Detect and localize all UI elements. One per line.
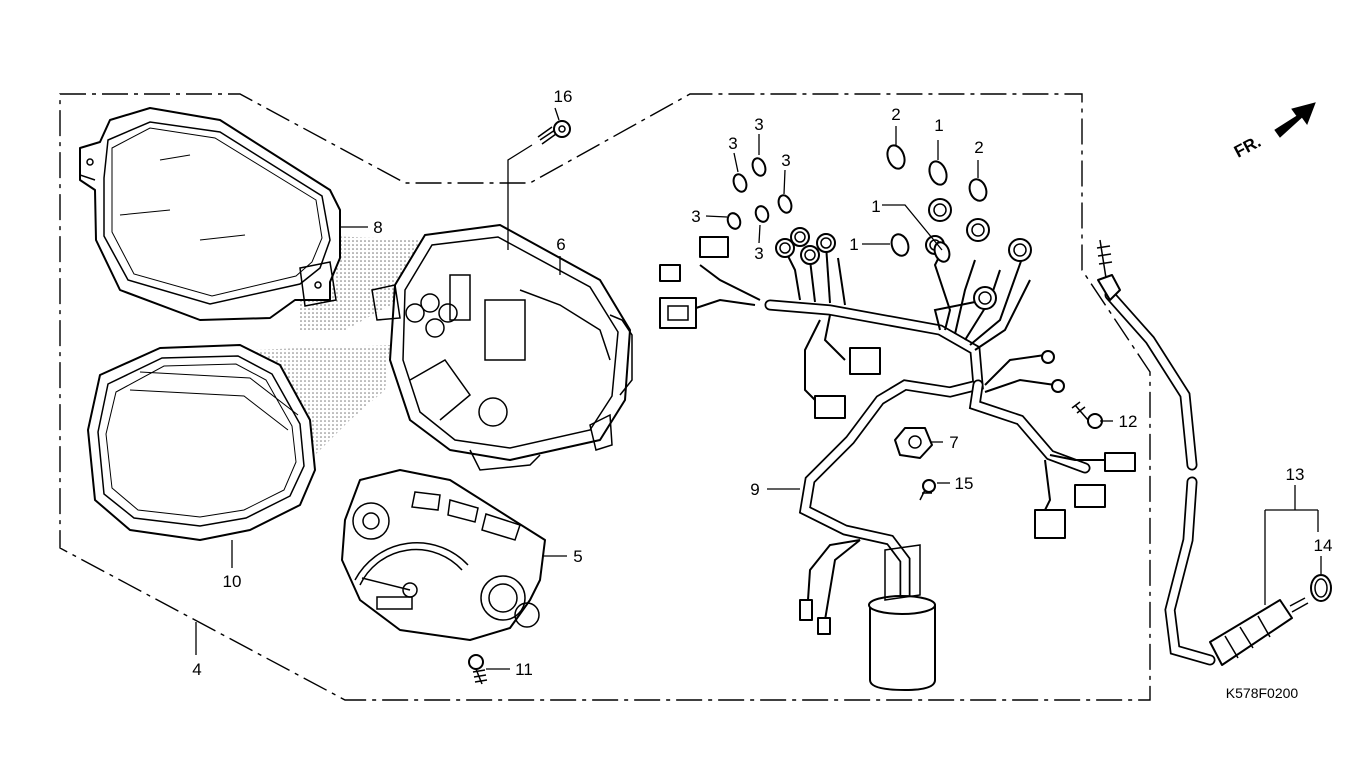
screw-15: [919, 479, 936, 501]
callout-9: 9: [750, 480, 759, 499]
callout-14: 14: [1314, 536, 1333, 555]
meter-panel: [341, 469, 546, 641]
meter-case: [371, 224, 633, 471]
screw-12: [1071, 401, 1103, 429]
callout-13: 13: [1286, 465, 1305, 484]
callout-3: 3: [754, 115, 763, 134]
callout-11: 11: [515, 660, 533, 679]
assembly-boundary: [59, 93, 1151, 701]
clamp-7: [894, 427, 933, 459]
callout-3: 3: [781, 151, 790, 170]
bulbs: [726, 144, 988, 263]
meter-visor: [79, 107, 341, 321]
o-ring-14: [1310, 574, 1332, 602]
callout-12: 12: [1119, 412, 1138, 431]
callout-1: 1: [934, 116, 943, 135]
callout-5: 5: [573, 547, 582, 566]
callout-8: 8: [373, 218, 382, 237]
leader-lines: [195, 107, 1322, 670]
callout-2: 2: [891, 105, 900, 124]
callout-10: 10: [223, 572, 242, 591]
callout-numbers: 1 1 1 2 2 3 3 3 3 3 4 5 6 7 8 9 10 11 12…: [192, 87, 1332, 679]
callout-3: 3: [754, 244, 763, 263]
front-direction-arrow: FR.: [1231, 102, 1316, 162]
screw-16: [537, 120, 571, 145]
meter-lens: [87, 344, 316, 541]
callout-7: 7: [949, 433, 958, 452]
callout-6: 6: [556, 235, 565, 254]
callout-2: 2: [974, 138, 983, 157]
callout-4: 4: [192, 660, 201, 679]
callout-3: 3: [691, 207, 700, 226]
screw-11: [468, 654, 488, 685]
callout-16: 16: [554, 87, 573, 106]
wire-harness: [659, 198, 1136, 691]
callout-15: 15: [955, 474, 974, 493]
diagram-code: K578F0200: [1226, 685, 1299, 701]
callout-1: 1: [871, 197, 880, 216]
callout-1: 1: [849, 235, 858, 254]
direction-label: FR.: [1231, 132, 1264, 162]
callout-3: 3: [728, 134, 737, 153]
speedometer-cable: [1096, 239, 1309, 666]
